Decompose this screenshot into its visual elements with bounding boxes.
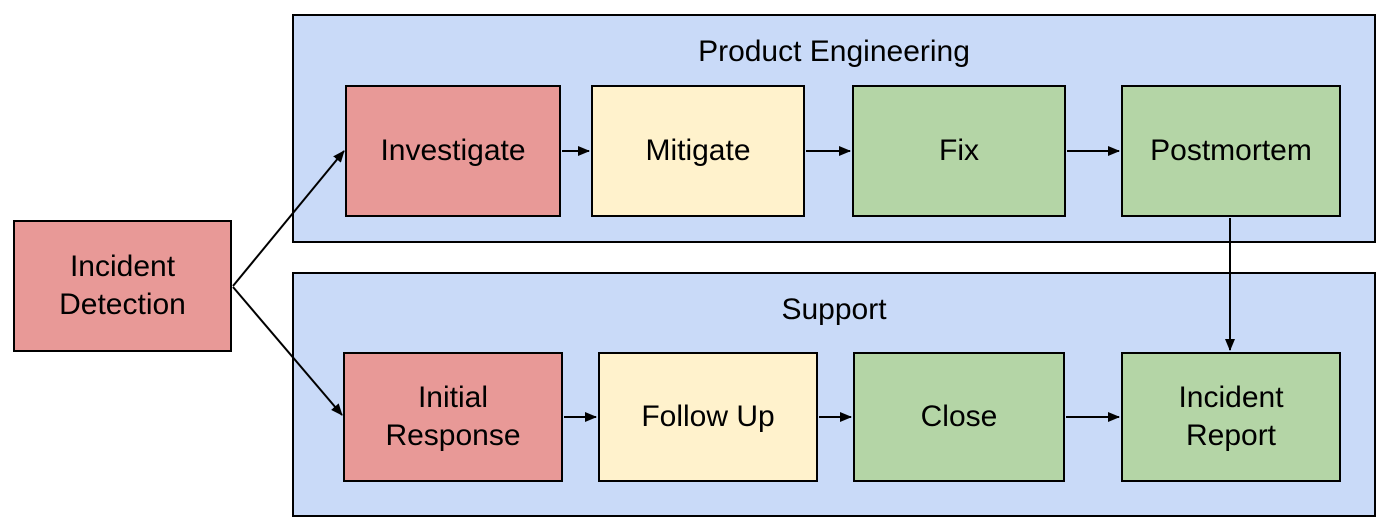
- node-label: Postmortem: [1150, 134, 1312, 167]
- node-postmortem: Postmortem: [1121, 85, 1341, 217]
- node-label: Close: [920, 400, 998, 433]
- node-label: Follow Up: [641, 400, 775, 433]
- node-investigate: Investigate: [345, 85, 561, 217]
- node-label: Initial Response: [385, 381, 521, 452]
- node-label: Incident Detection: [59, 250, 186, 321]
- node-mitigate: Mitigate: [591, 85, 805, 217]
- lane-title-support: Support: [781, 293, 887, 326]
- node-close: Close: [853, 352, 1065, 482]
- node-label: Investigate: [380, 134, 526, 167]
- node-fix: Fix: [852, 85, 1066, 217]
- node-incident-report: Incident Report: [1121, 352, 1341, 482]
- lane-title-product-engineering: Product Engineering: [698, 35, 970, 68]
- node-follow-up: Follow Up: [598, 352, 818, 482]
- node-label: Mitigate: [645, 134, 751, 167]
- node-incident-detection: Incident Detection: [13, 220, 232, 352]
- node-label: Fix: [939, 134, 979, 167]
- node-initial-response: Initial Response: [343, 352, 563, 482]
- node-label: Incident Report: [1178, 381, 1284, 452]
